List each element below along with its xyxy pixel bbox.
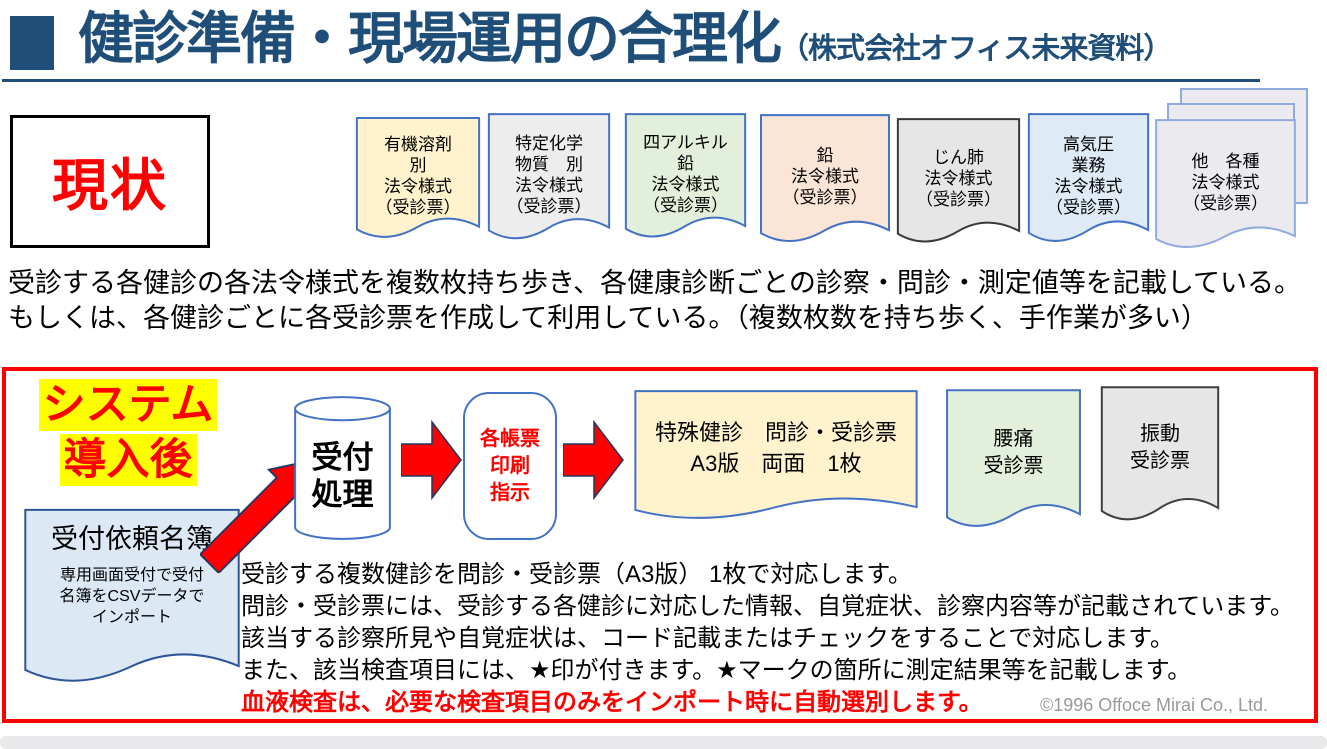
lumbago-doc: 腰痛 受診票 xyxy=(945,388,1082,542)
law-form-doc-pneumoconiosis: じん肺 法令様式 （受診票） xyxy=(896,117,1021,256)
law-form-doc-high-pressure: 高気圧 業務 法令様式 （受診票） xyxy=(1027,112,1150,256)
doc-label: 特定化学 物質 別 法令様式 （受診票） xyxy=(506,133,592,216)
copyright-text: ©1996 Offoce Mirai Co., Ltd. xyxy=(1039,695,1268,715)
doc-label: 高気圧 業務 法令様式 （受診票） xyxy=(1046,135,1131,217)
system-description-line-4: また、該当検査項目には、★印が付きます。★マークの箇所に測定結果等を記載します。 xyxy=(241,657,1192,684)
doc-label: 有機溶剤 別 法令様式 （受診票） xyxy=(375,134,461,217)
law-form-doc-organic-solvent: 有機溶剤 別 法令様式 （受診票） xyxy=(355,116,481,251)
current-description-line-2: もしくは、各健診ごとに各受診票を作成して利用している。（複数枚数を持ち歩く、手作… xyxy=(8,303,1208,333)
system-description-line-2: 問診・受診票には、受診する各健診に対応した情報、自覚症状、診察内容等が記載されて… xyxy=(241,593,1294,620)
system-description-red: 血液検査は、必要な検査項目のみをインポート時に自動選別します。 xyxy=(241,689,983,716)
system-description-line-1: 受診する複数健診を問診・受診票（A3版） 1枚で対応します。 xyxy=(241,561,912,588)
system-after-label-line-2: 導入後 xyxy=(59,434,197,486)
system-description-line-3: 該当する診察所見や自覚症状は、コード記載またはチェックをすることで対応します。 xyxy=(241,625,1174,652)
page-title-suffix: （株式会社オフィス未来資料） xyxy=(780,33,1172,65)
vibration-doc: 振動 受診票 xyxy=(1100,385,1220,535)
roster-body: 専用画面受付で受付 名簿をCSVデータで インポート xyxy=(59,567,205,626)
a3-checkup-label: 特殊健診 問診・受診票 A3版 両面 1枚 xyxy=(654,420,897,476)
page-title: 健診準備・現場運用の合理化（株式会社オフィス未来資料） xyxy=(78,2,1172,86)
print-instruction-box: 各帳票 印刷 指示 xyxy=(463,392,557,540)
current-description-line-1: 受診する各健診の各法令様式を複数枚持ち歩き、各健康診断ごとの診察・問診・測定値等… xyxy=(8,268,1302,298)
law-form-doc-tetraalkyl-lead: 四アルキル 鉛 法令様式 （受診票） xyxy=(624,112,747,251)
current-state-box: 現状 xyxy=(10,115,210,248)
system-after-label: システム 導入後 xyxy=(30,379,226,489)
vibration-label: 振動 受診票 xyxy=(1130,423,1190,472)
print-instruction-label: 各帳票 印刷 指示 xyxy=(480,427,540,504)
law-form-doc-other-forms: 他 各種 法令様式 （受診票） xyxy=(1154,118,1297,262)
reception-label: 受付 処理 xyxy=(311,439,374,512)
title-bullet-icon xyxy=(10,16,54,70)
arrow-right-icon xyxy=(563,421,624,499)
doc-label: 四アルキル 鉛 法令様式 （受診票） xyxy=(643,132,728,215)
title-underline xyxy=(2,79,1260,82)
database-cylinder-icon xyxy=(291,395,394,542)
doc-label: 鉛 法令様式 （受診票） xyxy=(782,146,868,207)
lumbago-label: 腰痛 受診票 xyxy=(983,428,1044,477)
roster-title: 受付依頼名簿 xyxy=(51,524,213,554)
doc-label: 他 各種 法令様式 （受診票） xyxy=(1183,151,1268,213)
system-after-box: システム 導入後 受付依頼名簿 専用画面受付で受付 名簿をCSVデータで インポ… xyxy=(2,367,1318,723)
law-form-doc-specified-chemical: 特定化学 物質 別 法令様式 （受診票） xyxy=(487,112,611,253)
page-title-main: 健診準備・現場運用の合理化 xyxy=(78,7,782,70)
footer-scrollbar[interactable] xyxy=(0,736,1327,749)
doc-label: じん肺 法令様式 （受診票） xyxy=(916,148,1001,209)
current-description: 受診する各健診の各法令様式を複数枚持ち歩き、各健康診断ごとの診察・問診・測定値等… xyxy=(8,266,1301,336)
law-form-doc-lead: 鉛 法令様式 （受診票） xyxy=(759,113,891,256)
reception-cylinder: 受付 処理 xyxy=(291,395,394,542)
a3-checkup-doc: 特殊健診 問診・受診票 A3版 両面 1枚 xyxy=(631,389,921,533)
reception-roster-doc: 受付依頼名簿 専用画面受付で受付 名簿をCSVデータで インポート xyxy=(22,507,242,701)
system-description: 受診する複数健診を問診・受診票（A3版） 1枚で対応します。 問診・受診票には、… xyxy=(241,559,1294,719)
current-state-label: 現状 xyxy=(52,154,168,217)
system-after-label-line-1: システム xyxy=(38,379,218,431)
arrow-right-icon xyxy=(401,421,462,499)
